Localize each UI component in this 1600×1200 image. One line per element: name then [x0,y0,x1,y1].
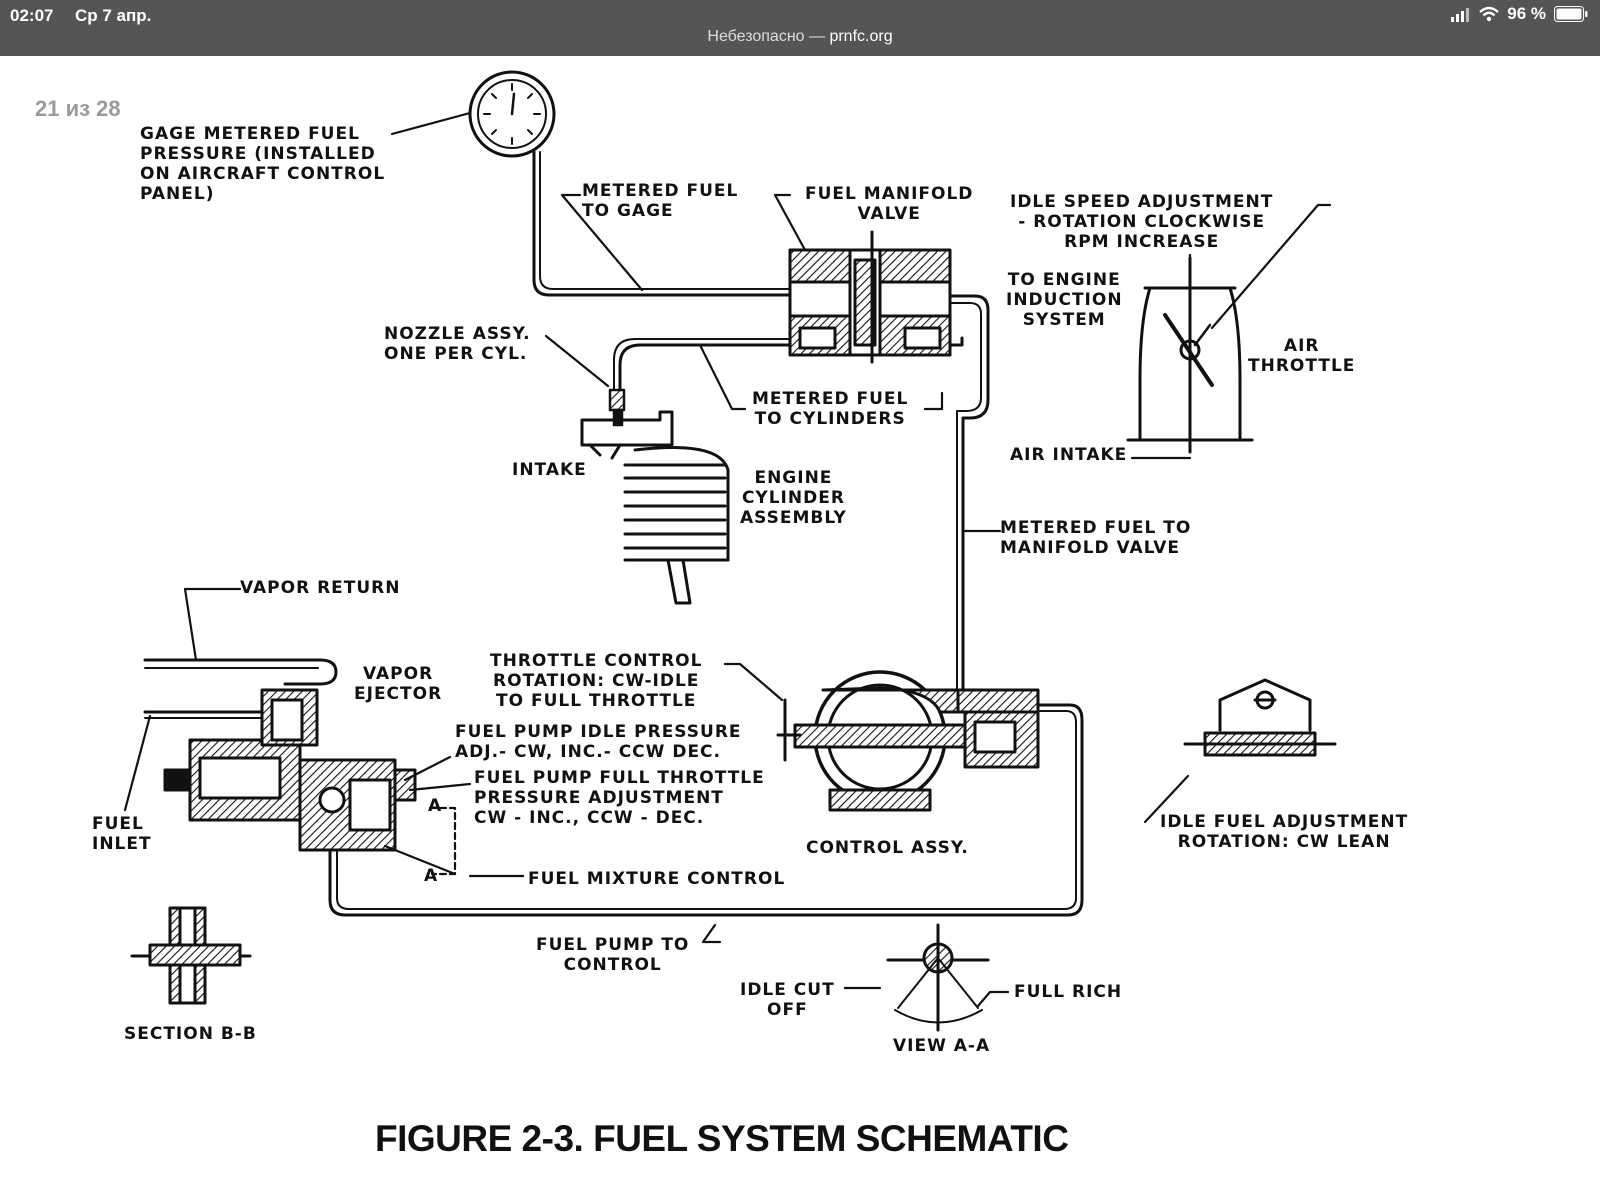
battery-percent: 96 % [1507,4,1546,23]
label-fuel-pump-idle: FUEL PUMP IDLE PRESSURE ADJ.- CW, INC.- … [455,722,742,762]
security-label: Небезопасно — [707,28,825,45]
figure-caption: FIGURE 2-3. FUEL SYSTEM SCHEMATIC [375,1118,1069,1159]
section-bb-drawing [130,906,252,1005]
status-date: Ср 7 апр. [75,6,152,25]
battery-icon [1554,6,1588,22]
label-vapor-return: VAPOR RETURN [240,578,401,598]
status-time: 02:07 [10,6,54,25]
fuel-pump-assy [163,688,417,852]
label-fuel-inlet: FUEL INLET [92,814,152,854]
label-idle-cut-off: IDLE CUT OFF [740,980,835,1020]
address-bar[interactable]: Небезопасно — prnfc.org [0,28,1600,46]
label-nozzle: NOZZLE ASSY. ONE PER CYL. [384,324,531,364]
label-marker-a-top: A [428,796,443,816]
air-throttle [1126,256,1254,454]
leader-lines [123,111,1332,1008]
label-air-throttle: AIR THROTTLE [1248,336,1356,376]
page-counter: 21 из 28 [35,96,121,121]
label-manifold-valve: FUEL MANIFOLD VALVE [805,184,974,224]
label-full-rich: FULL RICH [1014,982,1123,1002]
control-assy [776,670,1040,812]
label-control-assy: CONTROL ASSY. [806,838,969,858]
label-section-bb: SECTION B-B [124,1024,257,1044]
label-engine-cyl: ENGINE CYLINDER ASSEMBLY [740,468,847,528]
label-gage: GAGE METERED FUEL PRESSURE (INSTALLED ON… [140,124,386,204]
pressure-gage [468,70,556,158]
domain-label: prnfc.org [829,28,893,45]
label-fuel-pump-full: FUEL PUMP FULL THROTTLE PRESSURE ADJUSTM… [474,768,765,828]
label-intake: INTAKE [512,460,587,480]
fuel-system-diagram [123,70,1337,1032]
idle-fuel-adjustment [1183,678,1337,757]
label-metered-to-gage: METERED FUEL TO GAGE [582,181,739,221]
label-marker-a-bottom: A [424,866,439,886]
nozzle-assy [608,388,626,427]
label-view-aa: VIEW A-A [893,1036,991,1056]
manifold-valve-body [788,230,952,364]
view-aa-drawing [886,923,990,1032]
wifi-icon [1479,6,1500,22]
label-idle-fuel-adj: IDLE FUEL ADJUSTMENT ROTATION: CW LEAN [1160,812,1409,852]
label-to-engine: TO ENGINE INDUCTION SYSTEM [1006,270,1123,330]
signal-icon [1451,8,1470,22]
status-indicators: 96 % [1451,4,1588,24]
engine-cylinder [580,410,730,605]
label-metered-to-cyl: METERED FUEL TO CYLINDERS [752,389,909,429]
label-fuel-pump-to-control: FUEL PUMP TO CONTROL [536,935,690,975]
label-vapor-ejector: VAPOR EJECTOR [354,664,443,704]
label-air-intake: AIR INTAKE [1010,445,1128,465]
label-metered-to-manifold: METERED FUEL TO MANIFOLD VALVE [1000,518,1192,558]
label-throttle-control: THROTTLE CONTROL ROTATION: CW-IDLE TO FU… [490,651,703,711]
label-idle-speed: IDLE SPEED ADJUSTMENT - ROTATION CLOCKWI… [1010,192,1274,252]
label-mixture-control: FUEL MIXTURE CONTROL [528,869,786,889]
status-bar: 02:07 Ср 7 апр. 96 % Небезопасно — prnfc… [0,0,1600,56]
